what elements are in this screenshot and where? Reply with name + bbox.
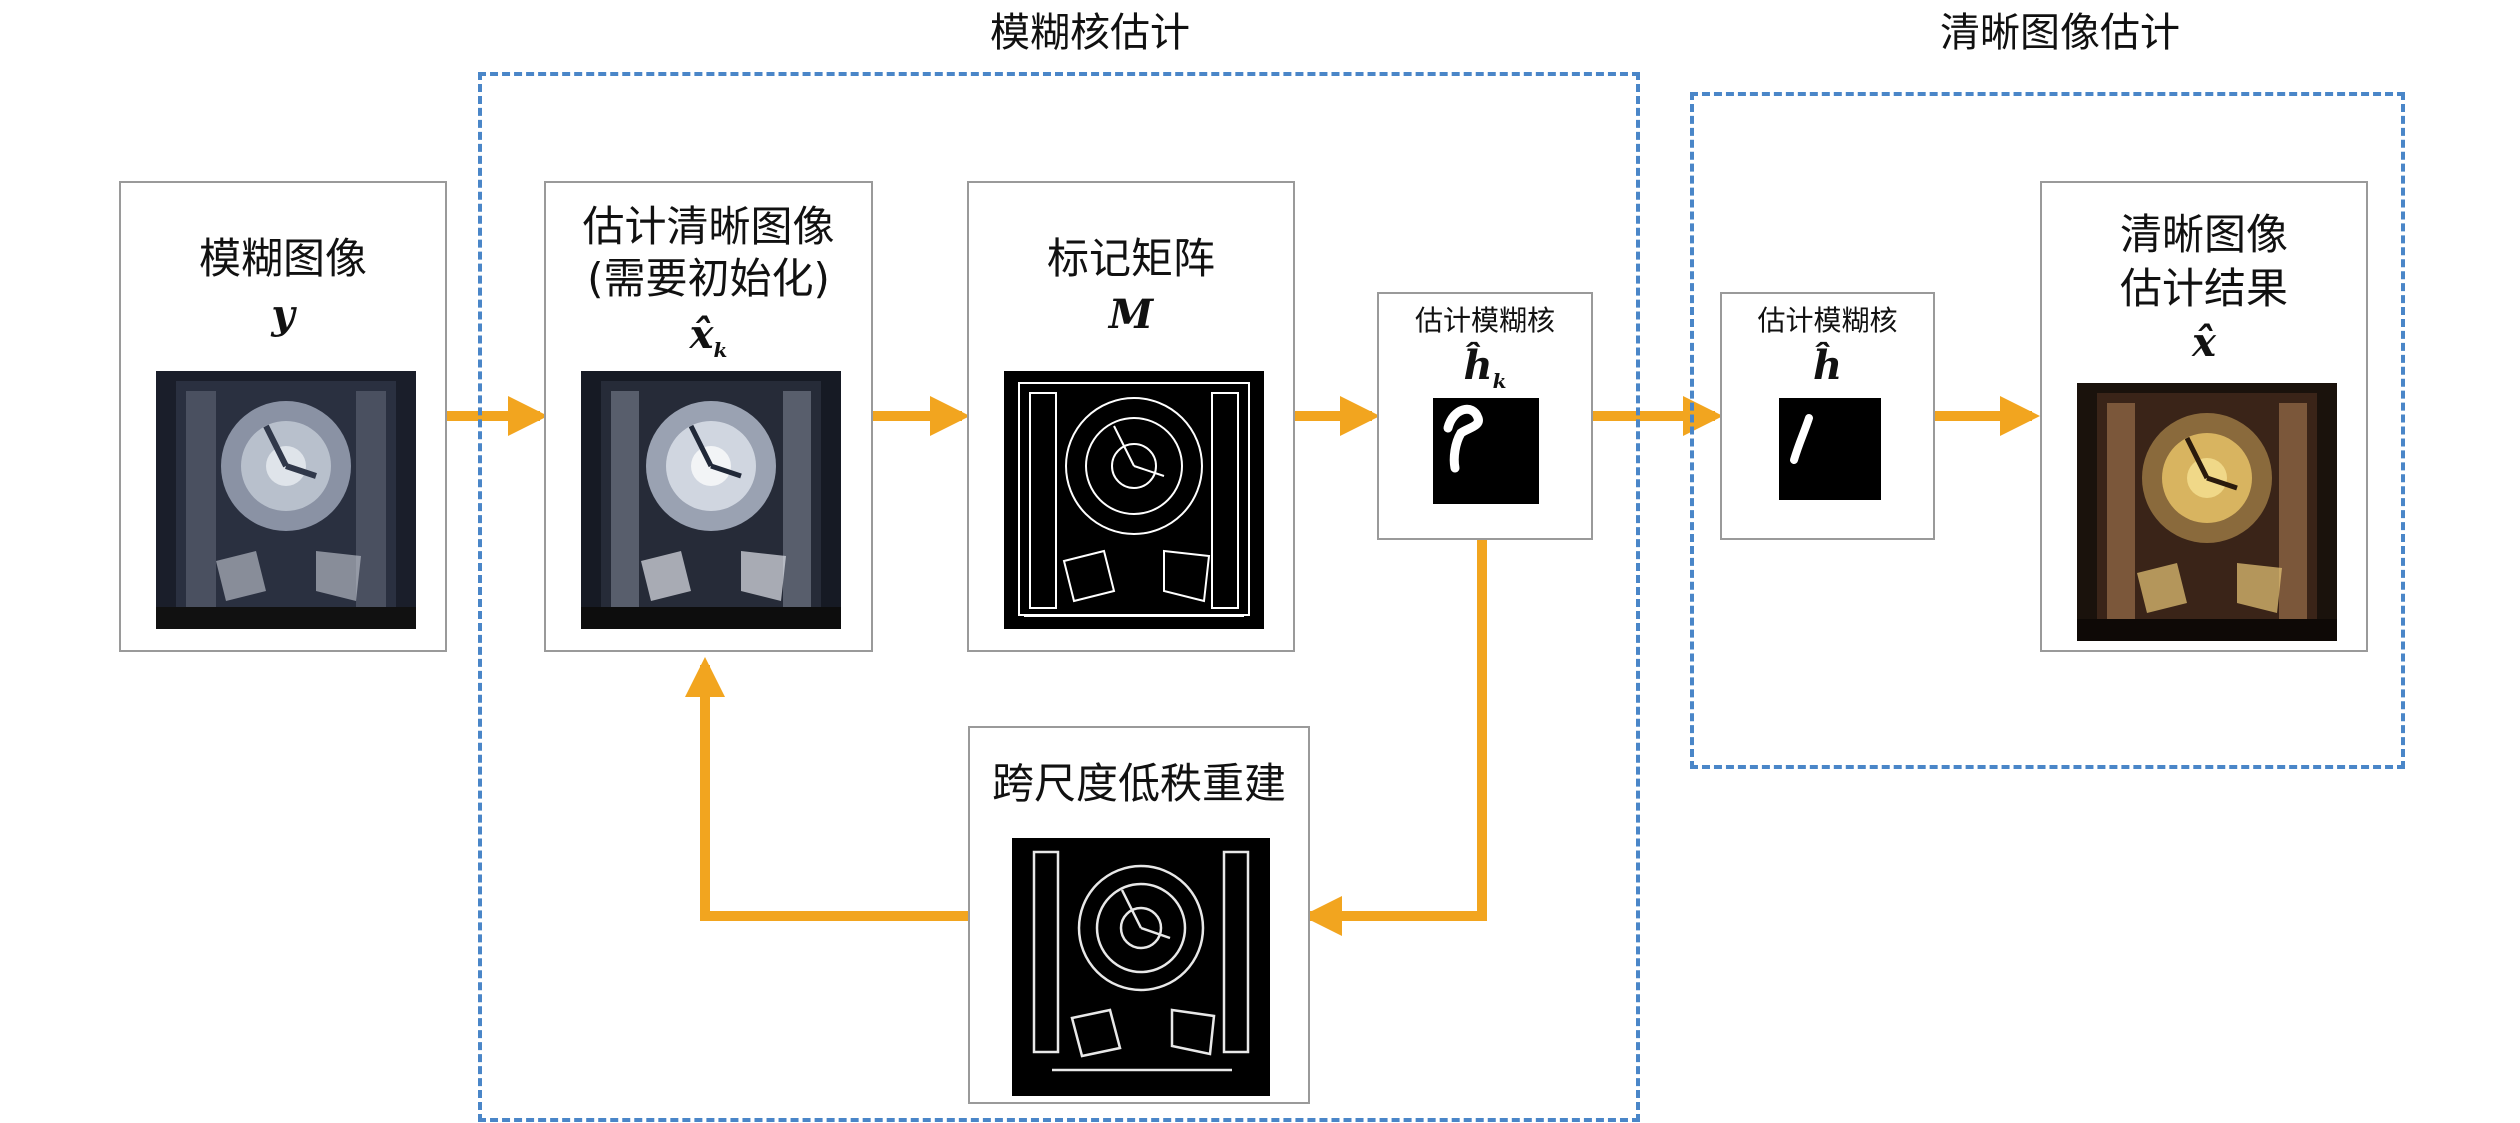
estimated-kernel-symbol: ĥ — [1812, 342, 1843, 389]
estimated-sharp-label-line2: (需要初始化) — [587, 254, 830, 303]
arrow-lowrank-to-estimate — [685, 657, 968, 921]
blur-kernel-estimation-group — [478, 72, 1640, 1122]
kernel-k-image — [1433, 398, 1539, 504]
blurry-clock-image — [156, 371, 416, 629]
estimated-kernel-k-symbol: ĥk — [1463, 342, 1507, 393]
low-rank-reconstruction-label: 跨尺度低秩重建 — [991, 759, 1286, 808]
mask-matrix-label: 标记矩阵 — [1046, 234, 1215, 283]
sharp-result-symbol: x̂ — [2192, 319, 2216, 366]
mask-matrix-symbol: M — [1108, 291, 1154, 338]
sharp-result-label-line1: 清晰图像 — [2119, 210, 2288, 259]
low-rank-reconstruction-box: 跨尺度低秩重建 — [968, 726, 1310, 1104]
mask-edge-image — [1004, 371, 1264, 629]
estimated-sharp-label-line1: 估计清晰图像 — [582, 202, 835, 251]
sharp-image-estimation-title: 清晰图像估计 — [1940, 10, 2180, 56]
sharp-result-clock-image — [2077, 383, 2337, 641]
arrow-kernel-down-to-lowrank — [1302, 540, 1487, 936]
kernel-image — [1779, 398, 1881, 500]
sharp-result-label-line2: 估计结果 — [2119, 264, 2288, 313]
estimated-clock-image — [581, 371, 841, 629]
mask-matrix-box: 标记矩阵 M — [967, 181, 1295, 652]
low-rank-image — [1012, 838, 1270, 1096]
sharp-image-estimation-group — [1690, 92, 2405, 769]
estimated-kernel-label: 估计模糊核 — [1757, 304, 1898, 337]
blurry-image-symbol: y — [271, 291, 295, 338]
estimated-kernel-k-box: 估计模糊核 ĥk — [1377, 292, 1593, 540]
blur-kernel-estimation-title: 模糊核估计 — [990, 10, 1190, 56]
estimated-kernel-k-label: 估计模糊核 — [1414, 304, 1555, 337]
blurry-image-label: 模糊图像 — [198, 234, 367, 283]
sharp-result-box: 清晰图像 估计结果 x̂ — [2040, 181, 2368, 652]
estimated-sharp-image-box: 估计清晰图像 (需要初始化) x̂k — [544, 181, 873, 652]
blurry-image-box: 模糊图像 y — [119, 181, 447, 652]
estimated-kernel-box: 估计模糊核 ĥ — [1720, 292, 1935, 540]
estimated-sharp-symbol: x̂k — [689, 311, 728, 362]
